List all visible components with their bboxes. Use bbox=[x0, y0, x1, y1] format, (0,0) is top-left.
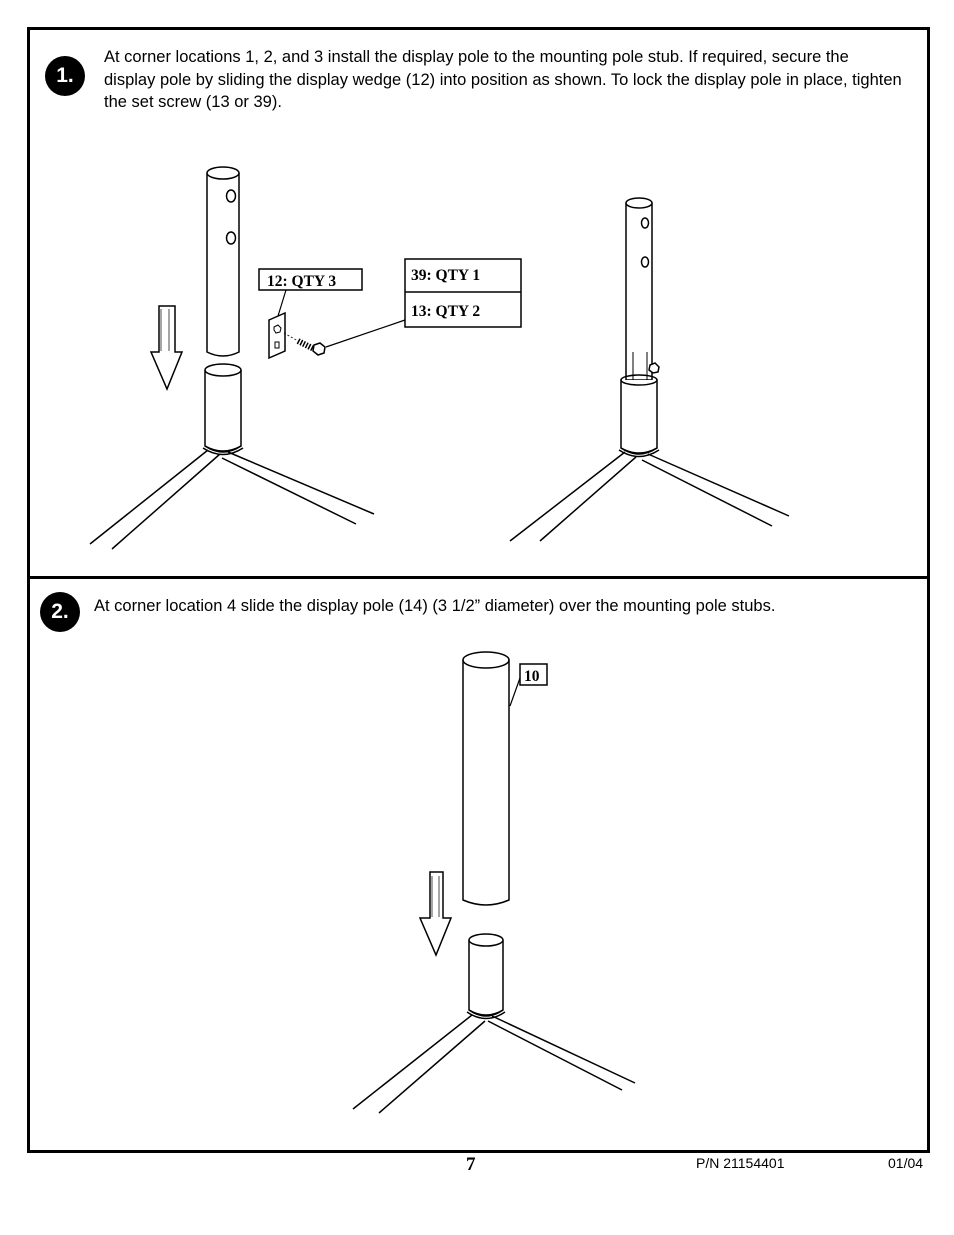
part-number: P/N 21154401 bbox=[696, 1155, 785, 1171]
down-arrow-icon bbox=[149, 305, 184, 391]
down-arrow-icon-2 bbox=[418, 871, 453, 957]
right-mounting-stub bbox=[618, 374, 660, 458]
callout-wedge-qty: 12: QTY 3 bbox=[267, 273, 336, 290]
large-display-pole bbox=[462, 651, 510, 906]
step2-badge: 2. bbox=[40, 592, 80, 632]
display-pole bbox=[206, 166, 240, 357]
step1-left-illustration bbox=[89, 166, 522, 550]
mounting-pole-stub bbox=[202, 363, 244, 456]
step1-instruction: At corner locations 1, 2, and 3 install … bbox=[104, 48, 902, 111]
step2-instruction: At corner location 4 slide the display p… bbox=[94, 597, 776, 615]
step2-mounting-stub bbox=[466, 933, 506, 1020]
callout-screw39-qty: 39: QTY 1 bbox=[411, 267, 480, 284]
set-screw bbox=[283, 332, 326, 356]
assembly-illustrations: 12: QTY 3 39: QTY 1 13: QTY 2 10 bbox=[89, 166, 790, 1114]
installed-display-pole bbox=[625, 197, 660, 381]
step1-badge: 1. bbox=[45, 56, 85, 96]
step-divider bbox=[30, 576, 927, 579]
callout-pole-number: 10 bbox=[524, 668, 540, 685]
step2-illustration bbox=[352, 651, 636, 1114]
page-number: 7 bbox=[466, 1154, 476, 1175]
display-wedge bbox=[268, 311, 286, 360]
revision-date: 01/04 bbox=[888, 1155, 924, 1171]
callout-screw13-qty: 13: QTY 2 bbox=[411, 303, 480, 320]
instruction-frame: 1. At corner locations 1, 2, and 3 insta… bbox=[27, 27, 930, 1153]
step1-right-illustration bbox=[509, 197, 790, 542]
